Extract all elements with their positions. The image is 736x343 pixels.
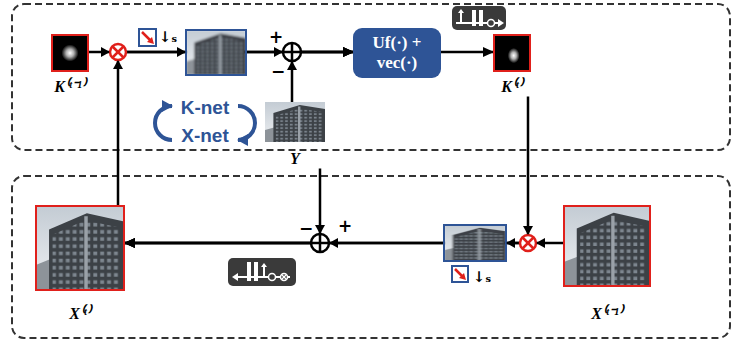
picture — [493, 34, 531, 72]
blurred-image — [186, 30, 246, 75]
flow-arrow — [125, 168, 320, 243]
estimated-image: X⁽ᵗ⁾ — [35, 205, 125, 323]
downsample-icon — [139, 29, 156, 46]
image-label: X⁽ᵗ⁻¹⁾ — [563, 305, 651, 323]
convolution-operator — [520, 235, 536, 251]
picture — [35, 205, 125, 291]
x-net-panel — [12, 176, 730, 338]
network-label: X-net — [181, 125, 229, 147]
image-label: K⁽ᵗ⁻¹⁾ — [51, 78, 89, 96]
arrowhead — [101, 47, 545, 248]
network-icon — [228, 258, 296, 286]
image-label: K⁽ᵗ⁾ — [493, 78, 531, 96]
network-label: K-net — [181, 97, 230, 119]
picture — [51, 34, 89, 72]
sign-label: + — [269, 27, 283, 47]
image-label: X⁽ᵗ⁾ — [35, 305, 125, 323]
picture — [563, 205, 651, 287]
flow-arrow — [441, 51, 493, 54]
image-label: Y — [265, 150, 325, 168]
cycle-arrow — [155, 106, 172, 140]
downsample-label: ↓ₛ — [473, 268, 492, 286]
flow-arrow — [125, 96, 528, 243]
kernel-image: K⁽ᵗ⁻¹⁾ — [51, 34, 89, 96]
downsample-label: ↓ₛ — [159, 28, 178, 46]
kernel-image: K⁽ᵗ⁾ — [493, 34, 531, 96]
cycle-arrow — [238, 106, 255, 140]
sign-label: − — [271, 61, 285, 81]
sign-label: − — [299, 218, 313, 238]
process-box: Uf(·) + vec(·) — [353, 28, 441, 79]
convolution-operator — [110, 44, 126, 60]
sum-operator — [283, 43, 301, 61]
sum-operator — [311, 234, 329, 252]
observed-image: Y — [265, 102, 325, 168]
network-icon — [452, 6, 506, 30]
k-net-panel — [12, 4, 730, 150]
downsample-icon — [452, 266, 468, 282]
blurred-image — [444, 225, 506, 261]
box-text: Uf(·) + vec(·) — [359, 33, 435, 74]
flow-arrow — [292, 52, 353, 102]
estimated-image: X⁽ᵗ⁻¹⁾ — [563, 205, 651, 323]
picture — [265, 102, 325, 142]
sign-label: + — [338, 216, 352, 236]
